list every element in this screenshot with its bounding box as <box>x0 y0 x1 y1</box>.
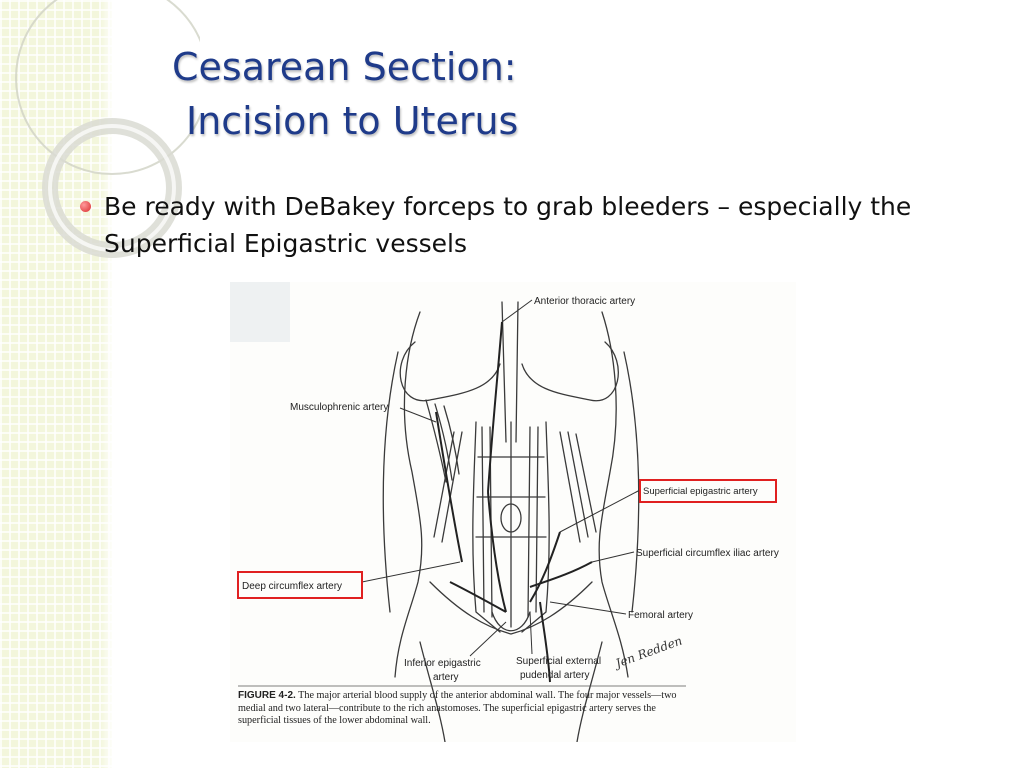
title-line-2: Incision to Uterus <box>186 99 519 143</box>
highlight-superficial-epigastric <box>639 479 777 503</box>
torso-drawing <box>382 301 640 743</box>
grid-fade <box>100 0 114 768</box>
title-line-1: Cesarean Section: <box>172 45 517 89</box>
label-superficial-epigastric: Superficial epigastric artery <box>643 486 758 497</box>
label-deep-circumflex: Deep circumflex artery <box>242 581 342 592</box>
label-superficial-external-2: pudendal artery <box>520 670 590 681</box>
label-inferior-epigastric-2: artery <box>433 672 459 683</box>
label-musculophrenic: Musculophrenic artery <box>290 402 388 413</box>
bullet-item: Be ready with DeBakey forceps to grab bl… <box>80 188 960 262</box>
label-femoral: Femoral artery <box>628 610 693 621</box>
bullet-text: Be ready with DeBakey forceps to grab bl… <box>104 192 912 258</box>
abdominal-wall-illustration: Anterior thoracic artery Musculophrenic … <box>230 282 796 743</box>
label-superficial-circumflex-iliac: Superficial circumflex iliac artery <box>636 548 779 559</box>
label-inferior-epigastric-1: Inferior epigastric <box>404 658 481 669</box>
label-anterior-thoracic: Anterior thoracic artery <box>534 296 635 307</box>
slide-title: Cesarean Section: Incision to Uterus <box>172 40 518 148</box>
artery-drawing <box>435 321 593 683</box>
leader-lines <box>361 299 641 657</box>
caption-text: The major arterial blood supply of the a… <box>238 690 677 726</box>
bullet-list: Be ready with DeBakey forceps to grab bl… <box>80 188 960 262</box>
highlight-deep-circumflex <box>237 571 363 599</box>
decorative-circles <box>15 0 200 258</box>
bullet-dot-icon <box>80 201 91 212</box>
caption-label: FIGURE 4-2. <box>238 690 296 701</box>
label-superficial-external-1: Superficial external <box>516 656 601 667</box>
figure-caption: FIGURE 4-2. The major arterial blood sup… <box>238 690 693 728</box>
anatomy-figure: Anterior thoracic artery Musculophrenic … <box>230 282 796 743</box>
